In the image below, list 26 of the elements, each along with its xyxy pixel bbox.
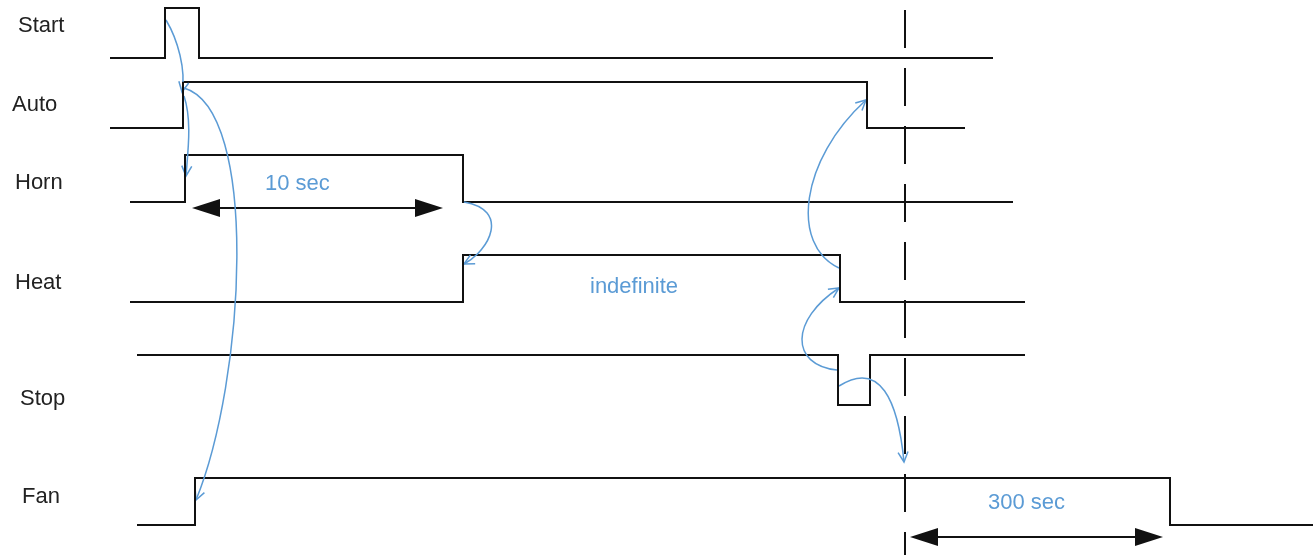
signal-edge — [837, 355, 839, 405]
signal-edge — [462, 155, 464, 202]
cursor-line — [904, 10, 906, 555]
duration-label: 300 sec — [988, 491, 1066, 513]
signal-name: Auto — [12, 93, 58, 115]
signal-edge — [164, 8, 166, 58]
signal-name: Fan — [22, 485, 60, 507]
duration-label: 10 sec — [265, 172, 330, 194]
signal-edge — [866, 82, 868, 128]
causal-arrow — [463, 201, 493, 265]
causal-arrow — [183, 87, 238, 501]
causal-arrow — [838, 377, 909, 463]
signal-name: Horn — [15, 171, 63, 193]
signal-name: Heat — [15, 271, 62, 293]
signal-name: Start — [18, 14, 65, 36]
signal-edge — [184, 155, 186, 202]
signal-edge — [839, 255, 841, 302]
causal-arrow — [807, 99, 867, 269]
signal-edge — [182, 82, 184, 128]
duration-label: indefinite — [590, 275, 679, 297]
signal-edge — [194, 478, 196, 525]
causal-arrow — [165, 19, 190, 93]
signal-edge — [462, 255, 464, 302]
causal-arrow — [801, 287, 840, 371]
signal-name: Stop — [20, 387, 66, 409]
causal-arrow — [181, 95, 193, 177]
